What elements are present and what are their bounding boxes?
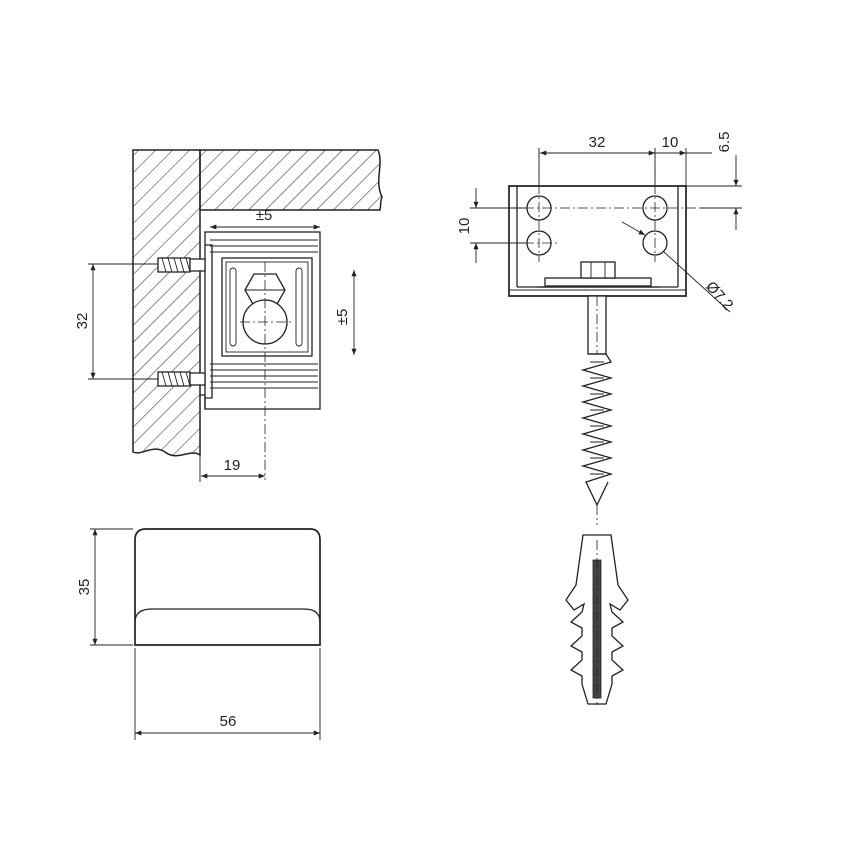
- cap-width-label: 56: [220, 713, 237, 730]
- cap-outline: [134, 528, 321, 646]
- bracket-plate: [508, 185, 687, 297]
- hole-diameter-label: Ø7.2: [702, 278, 736, 314]
- top-offset-label: 6.5: [716, 132, 733, 153]
- wall-screw-upper: [157, 257, 206, 273]
- cap-view: 35 56: [76, 528, 321, 740]
- side-view: ±5 ±5 32 19: [74, 149, 383, 482]
- wall-section: [132, 149, 201, 457]
- wall-offset-label: 19: [224, 457, 241, 474]
- cap-height-label: 35: [76, 579, 93, 596]
- ceiling-section: [199, 149, 383, 211]
- hole-spacing-label: 32: [74, 313, 91, 330]
- edge-distance-label: 10: [662, 134, 679, 151]
- screw-head: [580, 261, 616, 279]
- wall-plug: [565, 534, 629, 705]
- wood-screw: [580, 295, 614, 525]
- hanger-body: [200, 231, 321, 480]
- wall-screw-lower: [157, 371, 206, 387]
- bracket-spacing-label: 32: [589, 134, 606, 151]
- adjust-horizontal-label: ±5: [256, 207, 273, 224]
- cap-lip: [134, 608, 321, 623]
- adjust-vertical-label: ±5: [334, 309, 351, 326]
- vertical-spacing-label: 10: [456, 218, 473, 235]
- bracket-view: 32 10 6.5 10 Ø7.2: [456, 132, 742, 705]
